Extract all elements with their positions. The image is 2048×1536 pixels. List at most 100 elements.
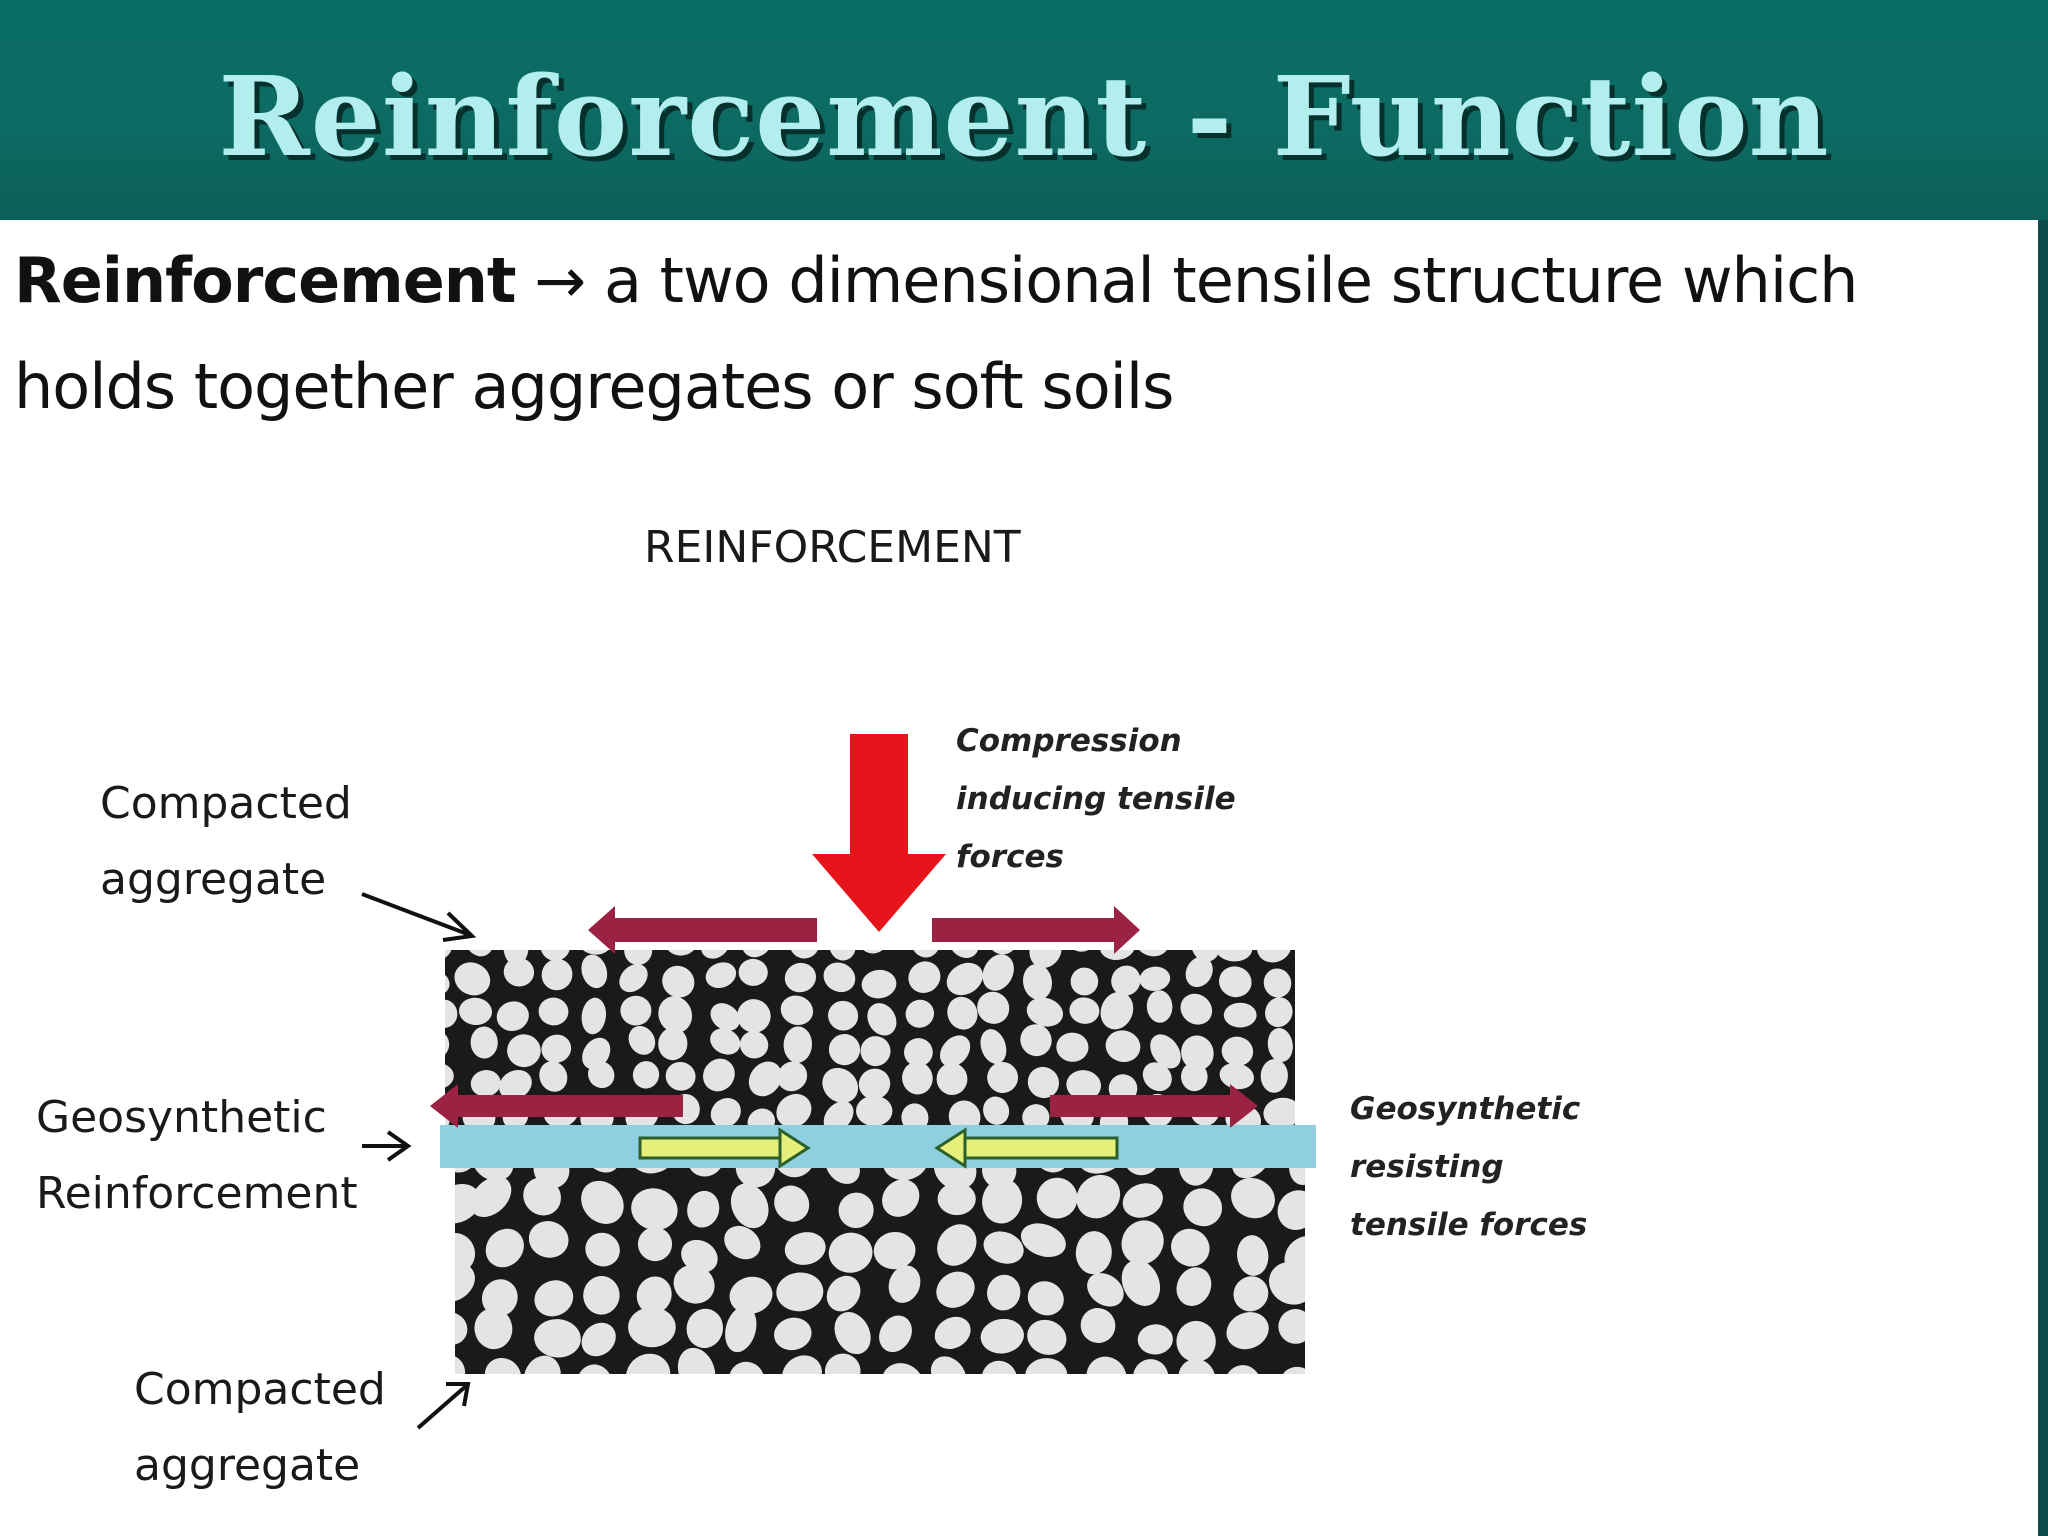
aggregate-stone (987, 1062, 1019, 1093)
aggregate-stone (1219, 1063, 1254, 1090)
aggregate-stone (737, 999, 771, 1033)
aggregate-stone (455, 1233, 476, 1273)
aggregate-stone (1180, 1062, 1208, 1092)
label-geosynthetic-reinforcement: Geosynthetic Reinforcement (36, 1092, 358, 1219)
aggregate-stone (948, 950, 979, 958)
aggregate-stone (496, 1001, 529, 1032)
lower-aggregate-layer (455, 1168, 1305, 1374)
aggregate-stone (983, 1096, 1010, 1125)
aggregate-stone (860, 1036, 891, 1067)
aggregate-stone (724, 1225, 761, 1260)
aggregate-stone (624, 950, 653, 966)
aggregate-stone (1267, 1027, 1293, 1063)
aggregate-stone (861, 969, 897, 999)
aggregate-stone (939, 1035, 971, 1067)
aggregate-stone (825, 1168, 860, 1184)
aggregate-stone (1183, 1188, 1223, 1227)
slide-title: Reinforcement - Function (218, 52, 1830, 181)
aggregate-stone (1146, 990, 1173, 1023)
label-compression: Compression inducing tensile forces (956, 723, 1236, 875)
aggregate-stone (777, 1061, 808, 1092)
aggregate-stone (879, 1315, 912, 1353)
aggregate-stone (1029, 950, 1062, 968)
aggregate-stone (908, 961, 941, 993)
aggregate-stone (983, 1231, 1024, 1264)
aggregate-stone (710, 1003, 740, 1031)
aggregate-stone (1278, 1309, 1305, 1344)
definition-arrow: → (534, 244, 586, 317)
aggregate-stone (748, 1061, 782, 1097)
aggregate-stone (1181, 1035, 1214, 1071)
aggregate-stone (980, 1318, 1024, 1354)
aggregate-stone (873, 1231, 916, 1270)
aggregate-stone (1142, 1062, 1172, 1092)
aggregate-stone (1099, 950, 1136, 960)
aggregate-stone (625, 1353, 671, 1374)
aggregate-stone (933, 1168, 977, 1190)
aggregate-stone (628, 1307, 676, 1348)
aggregate-stone (665, 1061, 696, 1091)
aggregate-stone (980, 1029, 1007, 1064)
aggregate-stone (581, 997, 607, 1035)
compression-arrow (812, 734, 946, 932)
aggregate-stone (823, 962, 856, 993)
aggregate-stone (470, 1070, 501, 1097)
aggregate-stone (1056, 1032, 1089, 1062)
aggregate-stone (822, 1067, 859, 1103)
aggregate-stone (987, 1274, 1021, 1311)
aggregate-stone (937, 1224, 977, 1266)
aggregate-stone (725, 1306, 757, 1353)
aggregate-stone (677, 1347, 716, 1374)
aggregate-stone (780, 995, 814, 1026)
aggregate-stone (1121, 1259, 1161, 1306)
aggregate-stone (774, 1317, 812, 1351)
aggregate-stone (662, 965, 695, 998)
aggregate-stone (523, 1355, 561, 1374)
aggregate-stone (498, 1069, 532, 1100)
aggregate-stone (503, 957, 535, 987)
geosynthetic-layer (440, 1125, 1316, 1168)
aggregate-stone (937, 1182, 976, 1216)
aggregate-stone (946, 962, 983, 996)
tensile-arrow-left-inner (430, 1084, 683, 1128)
aggregate-stone (982, 954, 1014, 991)
aggregate-stone (658, 996, 693, 1033)
aggregate-stone (581, 1322, 616, 1357)
aggregate-stone (687, 1190, 720, 1228)
aggregate-stone (1269, 1261, 1305, 1305)
aggregate-stone (474, 1308, 513, 1350)
aggregate-stone (1233, 1276, 1269, 1312)
aggregate-stone (1178, 1358, 1216, 1374)
aggregate-stone (472, 1168, 514, 1181)
aggregate-stone (582, 1037, 611, 1070)
aggregate-stone (688, 1168, 723, 1177)
aggregate-stone (455, 1312, 468, 1345)
aggregate-stone (1180, 993, 1213, 1025)
aggregate-stone (826, 1275, 861, 1312)
aggregate-stone (904, 1038, 933, 1067)
aggregate-stone (636, 1276, 672, 1314)
aggregate-stone (485, 1228, 524, 1268)
aggregate-stone (637, 1227, 673, 1262)
aggregate-stone (823, 1101, 854, 1132)
aggregate-stone (1026, 997, 1064, 1027)
aggregate-stone (834, 1312, 871, 1355)
aggregate-stone (445, 1062, 454, 1090)
label-geosynthetic-resisting: Geosynthetic resisting tensile forces (1350, 1091, 1588, 1243)
aggregate-stone (1075, 1231, 1112, 1275)
aggregate-stone (782, 1355, 822, 1374)
tensile-arrow-right-inner (1050, 1084, 1258, 1128)
aggregate-stone (738, 958, 768, 986)
aggregate-stone (829, 950, 856, 961)
aggregate-stone (1069, 997, 1100, 1024)
aggregate-stone (1027, 1319, 1067, 1355)
aggregate-stone (619, 964, 648, 993)
aggregate-stone (1185, 956, 1213, 988)
aggregate-stone (1179, 1168, 1214, 1186)
definition-term: Reinforcement (14, 244, 517, 317)
aggregate-stone (1277, 1190, 1305, 1230)
aggregate-stone (1191, 950, 1221, 962)
aggregate-stone (735, 1168, 776, 1188)
aggregate-stone (930, 1356, 967, 1374)
